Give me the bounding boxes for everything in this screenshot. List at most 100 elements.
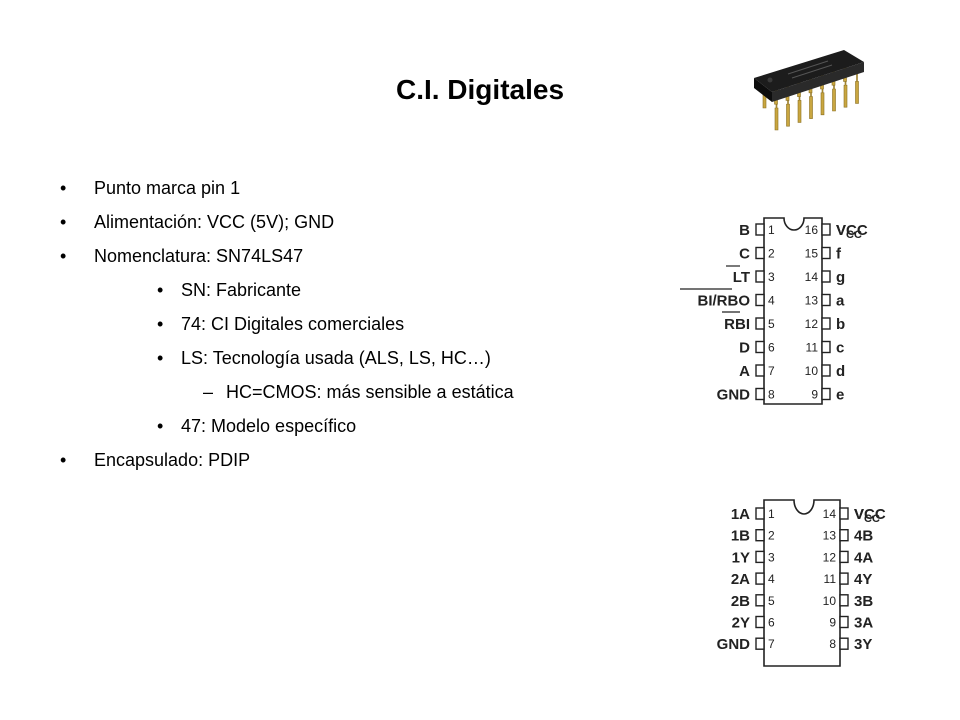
pin-stub [821,364,831,377]
pin-label: GND [717,636,751,653]
pin-label: D [739,340,750,357]
pin-label: 3B [854,593,873,610]
pin-label: 2A [731,571,750,588]
pin-label: 4B [854,528,873,545]
pin-number: 2 [768,247,775,261]
pin-number: 7 [768,364,775,378]
pin-stub [839,594,849,607]
sub-bullet-item: • 47: Modelo específico [60,414,514,448]
pin-number: 1 [768,223,775,237]
bullet-mark: • [60,212,67,232]
pin-number: 3 [768,550,775,564]
pin-stub [755,293,765,307]
chip-body-side [772,62,864,102]
sub-bullet-item: • LS: Tecnología usada (ALS, LS, HC…) [60,346,514,380]
pin-number: 6 [768,616,775,630]
pin-label: f [836,246,842,263]
pin-stub [821,340,831,354]
pin-stub [755,550,765,564]
bullet-mark: • [157,314,164,334]
dash-mark: – [203,382,214,402]
pin-label: 1B [731,528,750,545]
bullet-text: Nomenclatura: SN74LS47 [94,246,304,266]
pin-label: GND [717,387,751,404]
pin-label: 3A [854,615,873,632]
chip-leg-front [855,73,859,104]
pin-stub [755,507,765,520]
pin-label: 4A [854,549,873,566]
dip-chip-photo [754,50,864,131]
pin-number: 14 [805,270,819,284]
pin-stub [821,246,831,260]
chip-body-top [754,50,864,92]
pin-number: 10 [823,594,837,608]
bullet-item: • Encapsulado: PDIP [60,448,514,482]
pin-stub [755,270,765,283]
pin-label: g [836,269,845,286]
pin-number: 7 [768,637,775,651]
vcc-glyph: VCC [836,222,862,241]
pin-label: 1A [731,506,750,523]
chip-leg-front [820,84,825,116]
pin-number: 1 [768,507,775,521]
pin-number: 4 [768,294,775,308]
pin-number: 3 [768,270,775,284]
bullet-list: •Punto marca pin 1 •Alimentación: VCC (5… [60,176,514,482]
pin-stub [755,246,765,260]
bullet-text: HC=CMOS: más sensible a estática [226,382,514,402]
pin-stub [755,572,765,585]
pin-stub [821,293,831,307]
pin-number: 13 [805,294,819,308]
pin-stub [839,550,849,564]
pin-stub [821,270,831,283]
pin-number: 11 [806,341,819,355]
bullet-item: • Nomenclatura: SN74LS47 [60,244,514,278]
pin-number: 2 [768,529,775,543]
pin-number: 5 [768,317,775,331]
slide-title: C.I. Digitales [395,74,565,105]
pin-label: 1Y [732,549,750,566]
pin-label: c [836,340,844,357]
pin-label: 4Y [854,571,872,588]
bullet-text: Encapsulado: PDIP [94,450,251,470]
pin-number: 12 [805,317,819,331]
pin-stub [755,387,765,401]
pin-number: 15 [805,247,819,261]
bullet-mark: • [60,450,67,470]
bullet-text: 47: Modelo específico [181,416,357,436]
pin-stub [839,507,849,520]
bullet-text: SN: Fabricante [181,280,302,300]
pin-label: d [836,363,845,380]
pin-label: LT [733,269,750,286]
pin-stub [755,615,765,629]
pin-number: 9 [829,616,836,630]
ic-body-outline [763,499,841,667]
pin-stub [755,317,765,330]
pin-stub [755,637,765,650]
sub-sub-bullet-item: –HC=CMOS: más sensible a estática [60,380,514,414]
bullet-mark: • [157,280,164,300]
pin-number: 4 [768,572,775,586]
pin-stub [755,594,765,607]
chip-marking [787,60,833,79]
pin-stub [839,637,849,650]
bullet-item: • Alimentación: VCC (5V); GND [60,210,514,244]
pin-number: 9 [811,388,818,402]
pin-stub [839,529,849,542]
pin-label: B [739,222,750,239]
pin-number: 14 [823,507,837,521]
pin-stub [839,615,849,629]
pin-label: 3Y [854,636,872,653]
pin-number: 11 [824,572,837,586]
ic-body-outline [763,217,823,405]
bullet-text: LS: Tecnología usada (ALS, LS, HC…) [181,348,491,368]
pin-number: 12 [823,550,837,564]
bullet-mark: • [60,246,67,266]
bullet-text: Alimentación: VCC (5V); GND [94,212,335,232]
pin-label: 2B [731,593,750,610]
bullet-mark: • [157,348,164,368]
pin-stub [821,317,831,330]
pin-label: e [836,387,844,404]
bullet-mark: • [157,416,164,436]
sub-bullet-item: •74: CI Digitales comerciales [60,312,514,346]
